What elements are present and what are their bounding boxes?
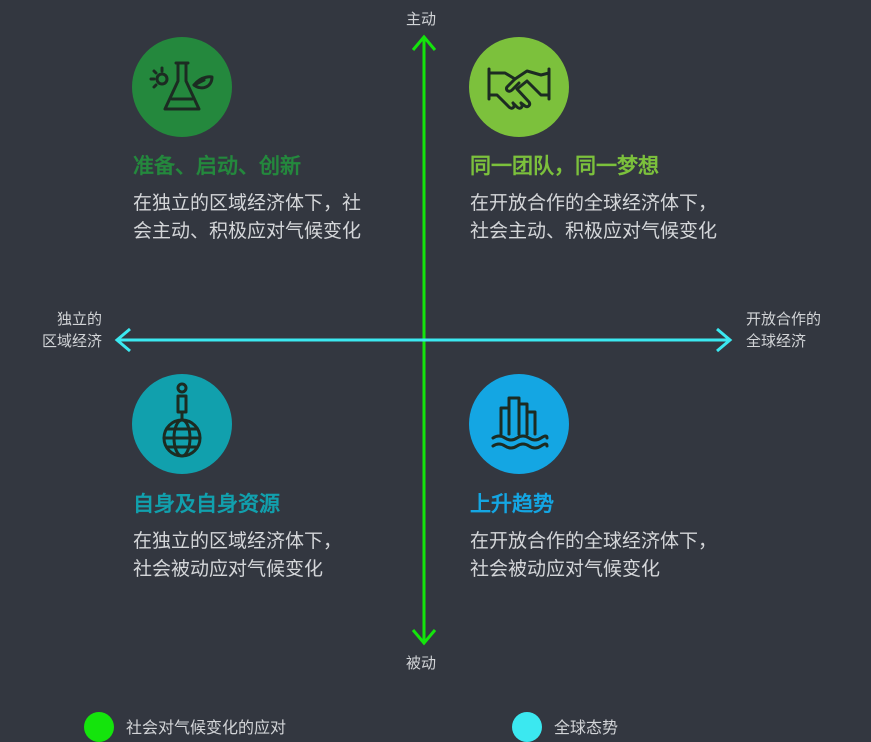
quadrant-bottom-right-title: 上升趋势 xyxy=(470,492,554,516)
horizontal-axis-right-arrowhead xyxy=(716,327,733,353)
quadrant-top-right-description: 在开放合作的全球经济体下， 社会主动、积极应对气候变化 xyxy=(470,189,717,245)
axis-label-top: 主动 xyxy=(406,10,437,28)
quadrant-top-left-line2: 会主动、积极应对气候变化 xyxy=(133,220,362,242)
globe-person-icon xyxy=(132,374,232,474)
quadrant-top-left-description: 在独立的区域经济体下，社 会主动、积极应对气候变化 xyxy=(133,189,361,245)
handshake-icon xyxy=(469,37,569,137)
quadrant-top-right-line1: 在开放合作的全球经济体下， xyxy=(470,192,718,214)
axis-label-left-line1: 独立的 xyxy=(56,310,102,328)
quadrant-bottom-left-line1: 在独立的区域经济体下， xyxy=(133,530,343,552)
legend-dot-global xyxy=(512,712,542,742)
axis-label-bottom: 被动 xyxy=(406,654,437,672)
vertical-axis-top-arrowhead xyxy=(411,34,437,51)
legend-label-response: 社会对气候变化的应对 xyxy=(126,718,287,737)
flask-sun-leaf-icon xyxy=(132,37,232,137)
quadrant-top-right-line2: 社会主动、积极应对气候变化 xyxy=(470,220,718,242)
axis-label-right: 开放合作的 全球经济 xyxy=(746,308,821,352)
legend-label-global: 全球态势 xyxy=(554,718,619,737)
axis-label-right-line2: 全球经济 xyxy=(746,332,807,350)
axis-label-left-line2: 区域经济 xyxy=(41,332,102,350)
quadrant-bottom-right-description: 在开放合作的全球经济体下， 社会被动应对气候变化 xyxy=(470,527,717,583)
horizontal-axis-left-arrowhead xyxy=(114,327,131,353)
axis-label-left: 独立的 区域经济 xyxy=(30,308,102,352)
quadrant-top-left-line1: 在独立的区域经济体下，社 xyxy=(133,192,362,214)
quadrant-bottom-right-line2: 社会被动应对气候变化 xyxy=(470,558,661,580)
city-flood-icon xyxy=(469,374,569,474)
quadrant-top-right-title: 同一团队，同一梦想 xyxy=(470,154,659,178)
axis-label-right-line1: 开放合作的 xyxy=(746,310,822,328)
quadrant-bottom-right-line1: 在开放合作的全球经济体下， xyxy=(470,530,718,552)
quadrant-bottom-left-line2: 社会被动应对气候变化 xyxy=(133,558,324,580)
legend-dot-response xyxy=(84,712,114,742)
quadrant-bottom-left-title: 自身及自身资源 xyxy=(133,492,280,516)
vertical-axis-bottom-arrowhead xyxy=(411,629,437,646)
quadrant-top-left-title: 准备、启动、创新 xyxy=(133,154,301,178)
quadrant-bottom-left-description: 在独立的区域经济体下， 社会被动应对气候变化 xyxy=(133,527,342,583)
